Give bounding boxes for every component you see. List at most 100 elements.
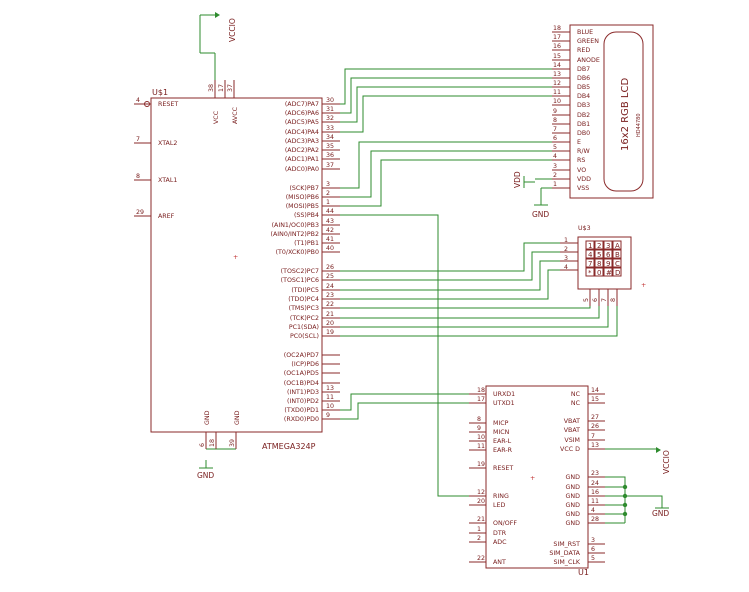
mcu-pin-number: 35 xyxy=(326,143,334,150)
mcu-pin-number: 30 xyxy=(326,97,334,104)
gsm-pin-number: 14 xyxy=(591,387,599,394)
mcu-pin-number: 8 xyxy=(136,173,140,180)
lcd-pin-number: 18 xyxy=(553,25,561,32)
mcu-pin-label: PC1(SDA) xyxy=(289,324,319,331)
mcu-pin-label: (ICP)PD6 xyxy=(291,361,319,368)
lcd-screen xyxy=(603,31,644,192)
wire-gsm-gnd-out xyxy=(625,495,663,498)
gsm-pin-label: EAR-L xyxy=(493,438,512,445)
mcu-pin-label: PC0(SCL) xyxy=(290,333,319,340)
mcu-pin-number: 7 xyxy=(136,136,140,143)
keypad-pin-number: 4 xyxy=(564,264,568,271)
gsm-pin-label: NC xyxy=(571,400,581,407)
gsm-pin-number: 6 xyxy=(591,546,595,553)
keypad-key-label: D xyxy=(615,269,620,277)
mcu-pin-label: (ADC7)PA7 xyxy=(285,101,319,108)
wire-pc-keypad-col xyxy=(340,306,618,337)
gsm-pin-label: DTR xyxy=(493,530,507,537)
gsm-ref: U1 xyxy=(578,568,589,577)
gsm-pin-label: GND xyxy=(566,511,581,518)
gsm-pin-label: GND xyxy=(566,493,581,500)
mcu-pin-number: 26 xyxy=(326,264,334,271)
gsm-pin-number: 22 xyxy=(477,555,485,562)
mcu-pin-number: 21 xyxy=(326,311,334,318)
mcu-pin-label: (ADC6)PA6 xyxy=(285,110,319,117)
keypad-body xyxy=(577,236,632,290)
lcd-pin-number: 3 xyxy=(553,163,557,170)
mcu-pin-number: 37 xyxy=(227,84,234,92)
vdd-symbol: VDD xyxy=(513,171,535,188)
mcu-ref: U$1 xyxy=(152,88,168,97)
mcu-pin-number: 6 xyxy=(199,443,206,447)
wire-pc-keypad-row xyxy=(340,260,560,291)
mcu-pin-number: 40 xyxy=(326,245,334,252)
mcu-pin-number: 3 xyxy=(326,181,330,188)
mcu-pin-number: 24 xyxy=(326,283,334,290)
lcd-pin-number: 10 xyxy=(553,98,561,105)
mcu-pin-label: (OC1B)PD4 xyxy=(284,380,319,387)
keypad-key xyxy=(603,258,613,268)
wire-pa-db xyxy=(340,95,552,133)
mcu-pin-label: VCC xyxy=(213,110,220,124)
gsm-center-mark: + xyxy=(530,475,535,482)
gsm-pin-label: SIM_CLK xyxy=(554,559,581,566)
keypad-key-label: B xyxy=(615,251,620,259)
gnd-gsm-symbol: GND xyxy=(652,498,669,518)
keypad-key-label: 0 xyxy=(597,269,601,277)
mcu-pin-number: 1 xyxy=(326,199,330,206)
mcu-pin-label: (TCK)PC2 xyxy=(290,315,319,322)
keypad-key-label: 2 xyxy=(597,242,601,250)
gsm-pin-number: 23 xyxy=(591,470,599,477)
gsm-pin-label: SIM_DATA xyxy=(549,550,580,557)
keypad-key-label: # xyxy=(606,269,612,277)
mcu-pin-number: 29 xyxy=(136,209,144,216)
mcu-pin-number: 13 xyxy=(326,385,334,392)
mcu-pin-label: (TOSC2)PC7 xyxy=(281,268,319,275)
mcu-pin-label: GND xyxy=(204,410,211,425)
mcu-pin-number: 41 xyxy=(326,236,334,243)
wire-pc-keypad-col xyxy=(340,306,609,328)
wire-pa-db xyxy=(340,68,552,105)
gnd-gsm-label: GND xyxy=(652,509,669,518)
mcu-pin-label: (T0/XCK0)PB0 xyxy=(276,249,319,256)
keypad-key-label: 9 xyxy=(606,260,610,268)
lcd-pin-number: 13 xyxy=(553,71,561,78)
vccio-gsm-symbol: VCCIO xyxy=(656,447,671,474)
gsm-pin-number: 3 xyxy=(591,537,595,544)
mcu-pin-number: 11 xyxy=(326,394,334,401)
wire-pa-db xyxy=(340,77,552,114)
keypad-ref: U$3 xyxy=(578,225,591,232)
mcu-pin-number: 22 xyxy=(326,301,334,308)
lcd-pin-label: E xyxy=(577,139,581,146)
gsm-pin-label: GND xyxy=(566,484,581,491)
mcu-pin-number: 37 xyxy=(326,162,334,169)
gsm-pin-label: GND xyxy=(566,474,581,481)
mcu-pin-number: 20 xyxy=(326,320,334,327)
mcu-pin-label: XTAL1 xyxy=(158,177,177,184)
mcu-pin-label: (TDO)PC4 xyxy=(288,296,319,303)
keypad-key-label: 4 xyxy=(588,251,593,259)
gsm-pin-label: RESET xyxy=(493,465,513,472)
lcd-pin-label: GREEN xyxy=(577,38,599,45)
vccio-gsm-label: VCCIO xyxy=(662,450,671,474)
mcu-pin-number: 43 xyxy=(326,218,334,225)
wire-txd-urxd xyxy=(340,393,469,411)
mcu-pin-number: 36 xyxy=(326,152,334,159)
lcd-pin-label: VSS xyxy=(577,185,589,192)
gnd-mcu-label: GND xyxy=(197,471,214,480)
lcd-pin-label: DB3 xyxy=(577,102,590,109)
net-junction xyxy=(622,502,628,508)
lcd-pin-number: 8 xyxy=(553,117,557,124)
gsm-pin-number: 17 xyxy=(477,396,485,403)
gsm-pin-label: SIM_RST xyxy=(553,541,580,548)
gsm-pin-label: GND xyxy=(566,520,581,527)
mcu-pin-label: (MOSI)PB5 xyxy=(286,203,319,210)
gnd-mcu-symbol: GND xyxy=(197,448,236,480)
keypad-key-label: 8 xyxy=(597,260,601,268)
lcd-title: 16x2 RGB LCD xyxy=(620,78,631,151)
reset-inverter-bubble xyxy=(144,101,150,107)
mcu-pin-number: 25 xyxy=(326,273,334,280)
keypad-pin-number: 5 xyxy=(583,298,590,302)
keypad-key xyxy=(603,267,613,277)
keypad-key xyxy=(603,240,613,250)
